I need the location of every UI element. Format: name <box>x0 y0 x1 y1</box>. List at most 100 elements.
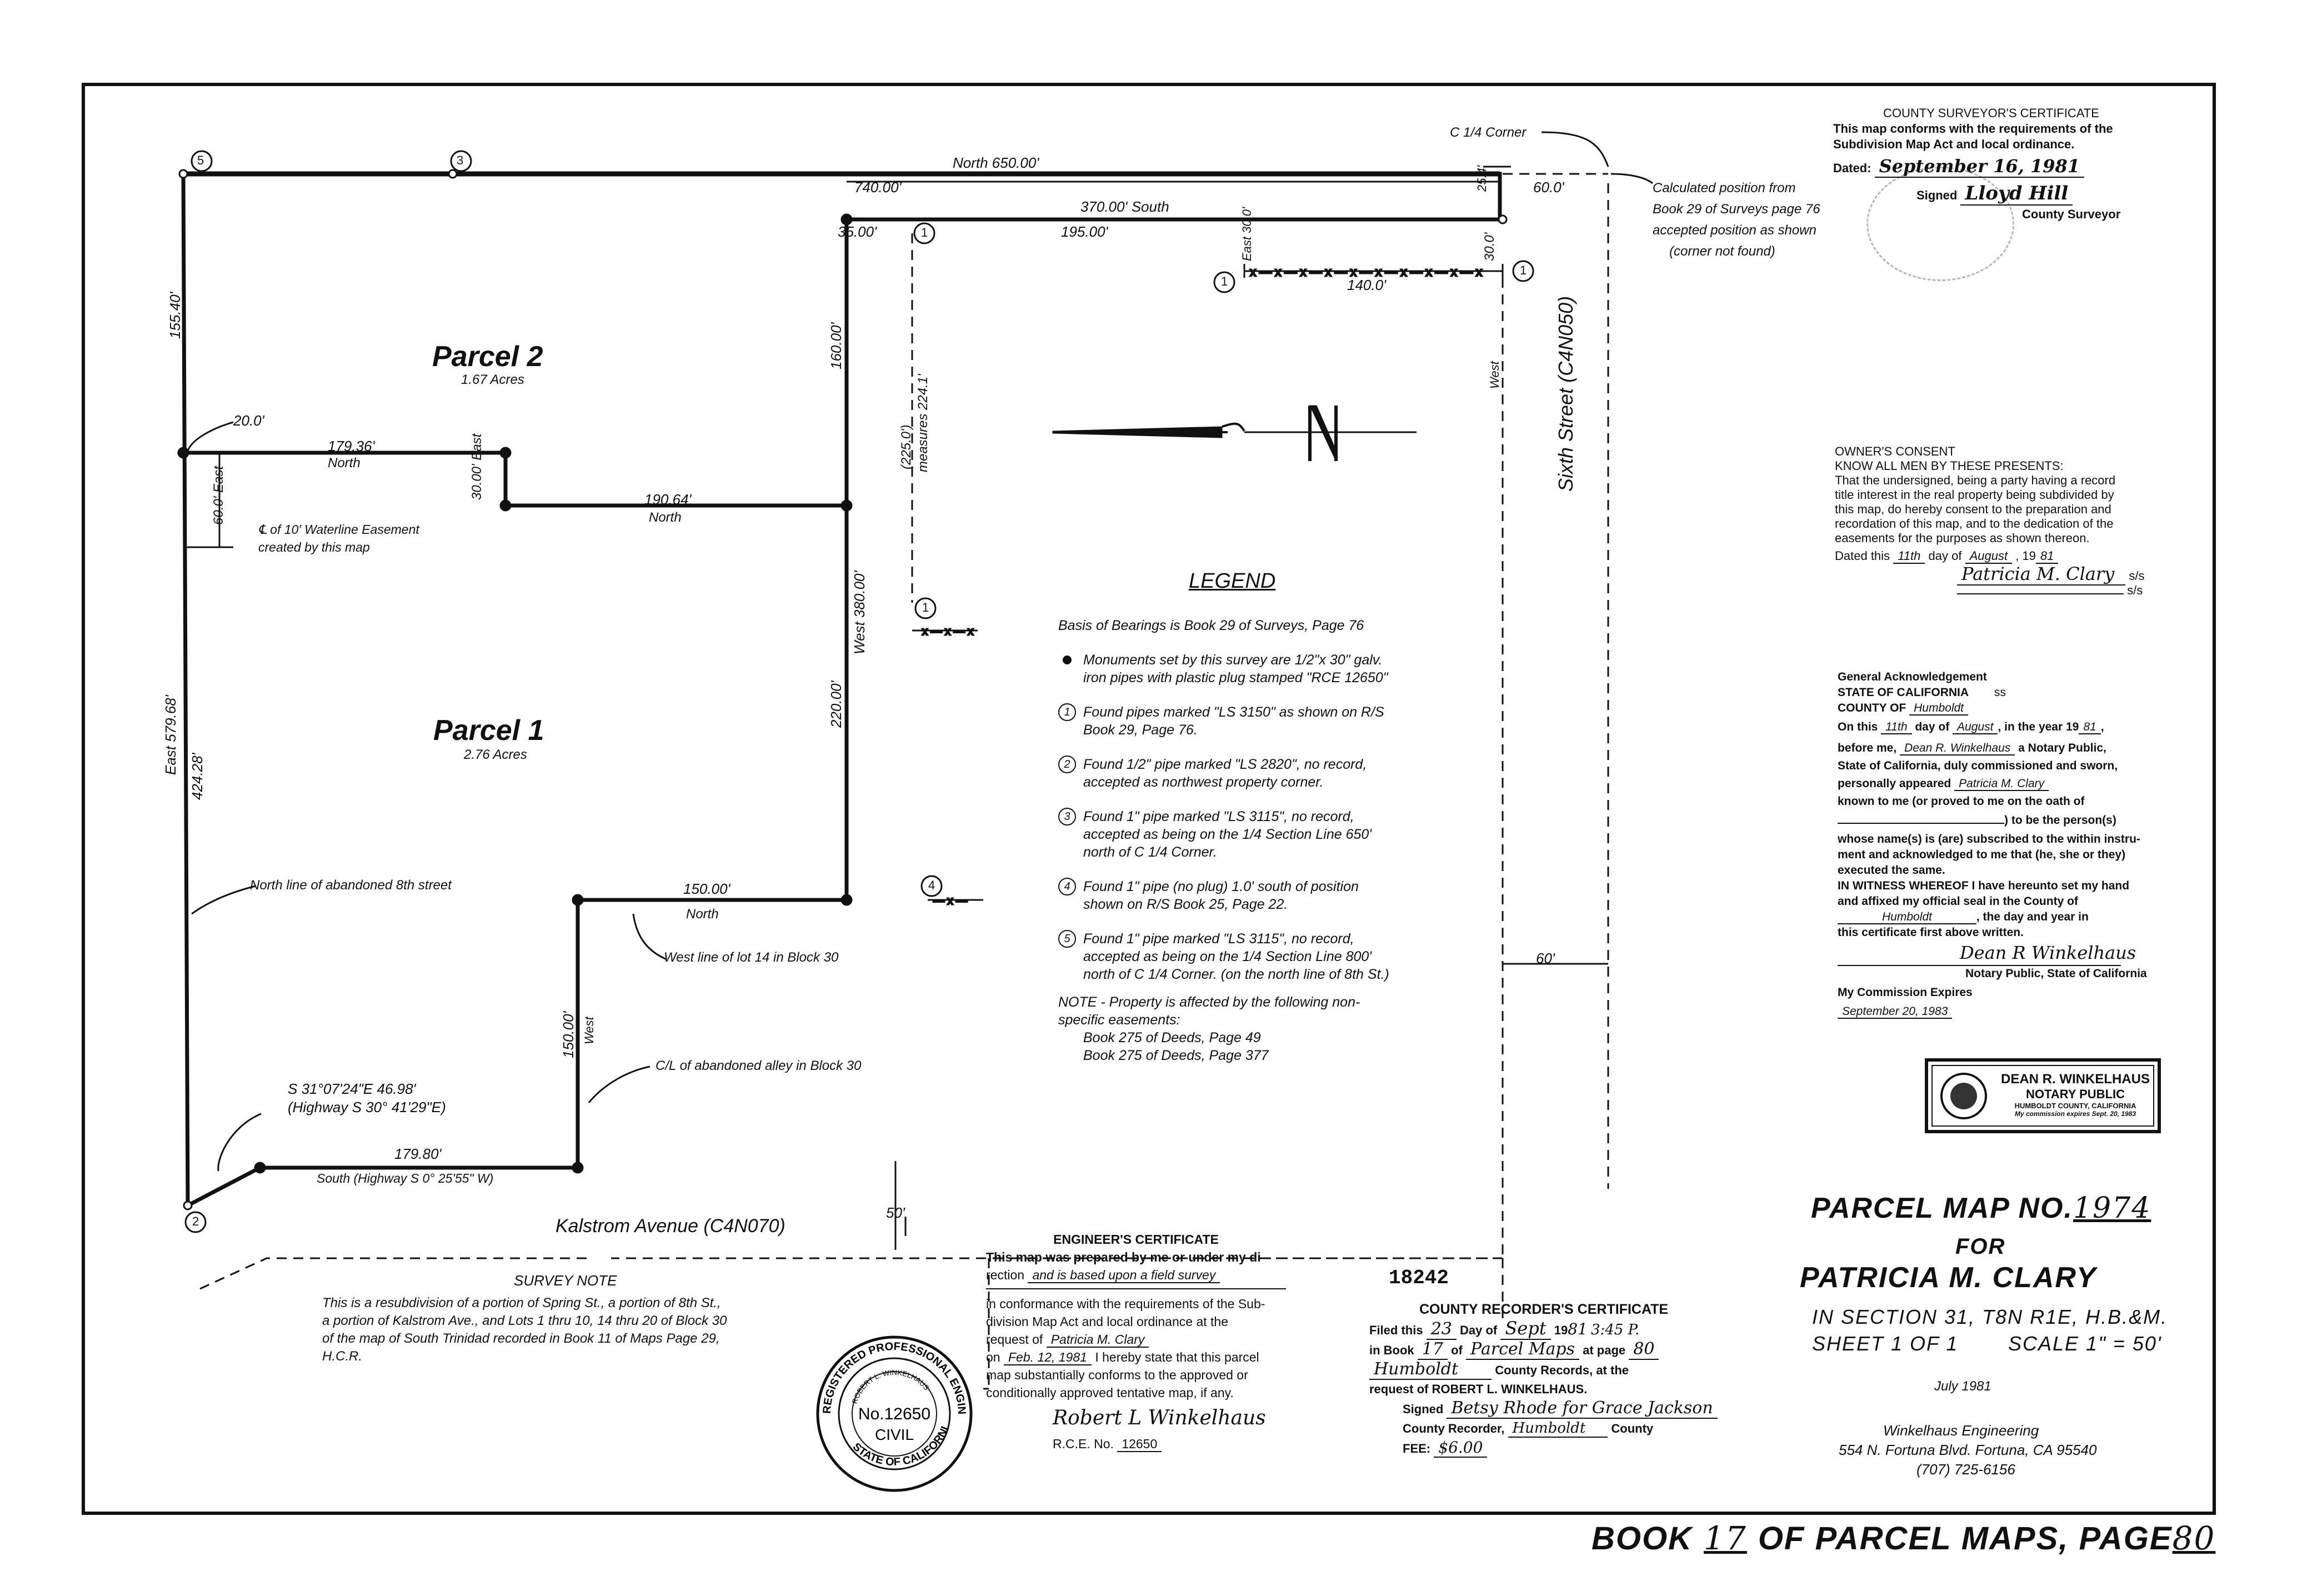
call-north-b: North <box>649 510 682 525</box>
svg-text:x — x — x: x — x — x <box>922 626 973 638</box>
monument-4: 4 <box>928 878 935 892</box>
north-arrow-icon <box>1052 405 1417 462</box>
call-140: 140.0' <box>1347 277 1387 293</box>
waterline-easement-note: ℄ of 10' Waterline Easement created by t… <box>258 522 419 554</box>
svg-text:CIVIL: CIVIL <box>875 1426 914 1443</box>
call-south-hwy: South (Highway S 0° 25'55" W) <box>317 1171 494 1185</box>
call-west-c: West <box>582 1017 596 1044</box>
county-surveyor-certificate: COUNTY SURVEYOR'S CERTIFICATE This map c… <box>1833 106 2121 221</box>
call-179-80: 179.80' <box>394 1145 442 1162</box>
svg-text:ROBERT L. WINKELHAUS: ROBERT L. WINKELHAUS <box>850 1368 931 1405</box>
call-north-a: North <box>328 456 361 471</box>
call-50: 50' <box>886 1204 905 1221</box>
sixth-street-label: Sixth Street (C4N050) <box>1554 296 1577 492</box>
monument-1c: 1 <box>1520 263 1527 277</box>
title-address: 554 N. Fortuna Blvd. Fortuna, CA 95540 <box>1839 1442 2097 1458</box>
monument-2: 2 <box>192 1214 199 1228</box>
call-20: 20.0' <box>233 412 264 429</box>
survey-note-title: SURVEY NOTE <box>514 1272 617 1289</box>
legend-item-5: 5 Found 1" pipe marked "LS 3115", no rec… <box>1058 930 1503 983</box>
parcel-boundary <box>181 171 1502 1209</box>
call-160: 160.00' <box>828 322 844 370</box>
monument-5: 5 <box>197 153 204 167</box>
fence-lines: x — x — x — x — x — x — x — x — x — x x … <box>912 264 1503 908</box>
north-line-8th-street: North line of abandoned 8th street <box>250 878 452 893</box>
c-quarter-corner-label: C 1/4 Corner <box>1450 125 1527 140</box>
title-sheet: SHEET 1 OF 1 <box>1812 1332 1959 1355</box>
survey-note-text: This is a resubdivision of a portion of … <box>322 1295 727 1364</box>
call-220: 220.00' <box>828 681 844 728</box>
recorder-certificate: COUNTY RECORDER'S CERTIFICATE Filed this… <box>1369 1300 1718 1458</box>
parcel-map-number: PARCEL MAP NO.1974 <box>1811 1192 2151 1225</box>
call-60-east: 60.0' East <box>211 466 226 525</box>
call-north-650: North 650.00' <box>953 154 1039 171</box>
owners-consent: OWNER'S CONSENT KNOW ALL MEN BY THESE PR… <box>1835 444 2145 597</box>
call-30-east: 30.00' East <box>469 433 484 500</box>
svg-text:— x —: — x — <box>933 895 967 907</box>
call-150-north: 150.00' <box>683 880 730 897</box>
monument-1a: 1 <box>921 226 928 239</box>
monuments <box>177 169 1508 1210</box>
call-west-6th: West <box>1488 361 1502 389</box>
call-370-south: 370.00' South <box>1080 198 1169 215</box>
monument-1d: 1 <box>922 601 929 614</box>
call-25: 25.4' <box>1475 165 1489 192</box>
call-740: 740.00' <box>854 179 902 196</box>
west-line-lot-14: West line of lot 14 in Block 30 <box>664 950 839 965</box>
general-acknowledgement: General Acknowledgement STATE OF CALIFOR… <box>1838 671 2147 1019</box>
title-for: FOR <box>1955 1234 2006 1259</box>
engineer-seal: REGISTERED PROFESSIONAL ENGINEER STATE O… <box>814 1333 973 1492</box>
call-north-c: North <box>686 907 719 922</box>
call-35: 35.00' <box>838 223 877 240</box>
call-225: (225.0') <box>899 424 914 469</box>
call-150-west: 150.00' <box>560 1011 577 1059</box>
parcel-2-area: 1.67 Acres <box>461 372 524 387</box>
monument-3: 3 <box>457 153 464 167</box>
title-phone: (707) 725-6156 <box>1916 1461 2015 1478</box>
parcel-1-area: 2.76 Acres <box>464 747 527 762</box>
title-firm: Winkelhaus Engineering <box>1883 1422 2039 1439</box>
calculated-position-note: Calculated position from Book 29 of Surv… <box>1653 181 1820 259</box>
kalstrom-avenue-label: Kalstrom Avenue (C4N070) <box>556 1215 785 1237</box>
county-surveyor-seal-impression <box>1866 167 2014 281</box>
call-179-36: 179.36' <box>328 438 375 454</box>
legend-item-3: 3 Found 1" pipe marked "LS 3115", no rec… <box>1058 808 1503 861</box>
call-195: 195.00' <box>1061 223 1108 240</box>
call-measures: measures 224.1' <box>915 374 930 472</box>
monument-callouts <box>184 150 1534 1233</box>
call-bearing-1: S 31°07'24"E 46.98' <box>288 1080 416 1097</box>
monument-1b: 1 <box>1221 274 1228 288</box>
call-60b: 60' <box>1536 950 1555 967</box>
call-east-30: East 30.0' <box>1240 207 1254 261</box>
state-seal-icon <box>1940 1073 1987 1119</box>
parcel-1-label: Parcel 1 <box>433 714 544 747</box>
engineer-certificate: ENGINEER'S CERTIFICATE This map was prep… <box>986 1230 1286 1453</box>
legend-item-4: 4 Found 1" pipe (no plug) 1.0' south of … <box>1058 878 1503 913</box>
notary-stamp: DEAN R. WINKELHAUS NOTARY PUBLIC HUMBOLD… <box>1925 1058 2161 1133</box>
title-scale: SCALE 1" = 50' <box>2008 1332 2162 1355</box>
svg-text:No.12650: No.12650 <box>858 1405 930 1423</box>
dashed-reference-lines <box>199 173 1609 1390</box>
parcel-2-label: Parcel 2 <box>432 341 543 373</box>
call-east-579: East 579.68' <box>162 695 179 775</box>
call-424: 424.28' <box>189 753 206 800</box>
call-bearing-2: (Highway S 30° 41'29"E) <box>288 1099 446 1115</box>
call-190-64: 190.64' <box>644 491 692 508</box>
svg-text:x — x — x — x — x — x — x — x: x — x — x — x — x — x — x — x — x — x <box>1250 265 1482 279</box>
call-155: 155.40' <box>167 292 183 339</box>
title-section: IN SECTION 31, T8N R1E, H.B.&M. <box>1812 1305 2168 1328</box>
cl-abandoned-alley: C/L of abandoned alley in Block 30 <box>655 1058 862 1073</box>
legend-item-1: 1 Found pipes marked "LS 3150" as shown … <box>1058 703 1503 739</box>
call-60a: 60.0' <box>1533 179 1564 196</box>
bullet-icon <box>1063 656 1072 664</box>
legend-block: Basis of Bearings is Book 29 of Surveys,… <box>1058 617 1503 1064</box>
legend-title: LEGEND <box>1189 569 1276 593</box>
title-date: July 1981 <box>1934 1379 1991 1394</box>
recorder-document-number: 18242 <box>1389 1267 1449 1289</box>
title-owner: PATRICIA M. CLARY <box>1800 1262 2097 1294</box>
sheet-border <box>82 83 2216 1515</box>
call-west-380: West 380.00' <box>851 571 868 654</box>
legend-item-2: 2 Found 1/2" pipe marked "LS 2820", no r… <box>1058 756 1503 791</box>
